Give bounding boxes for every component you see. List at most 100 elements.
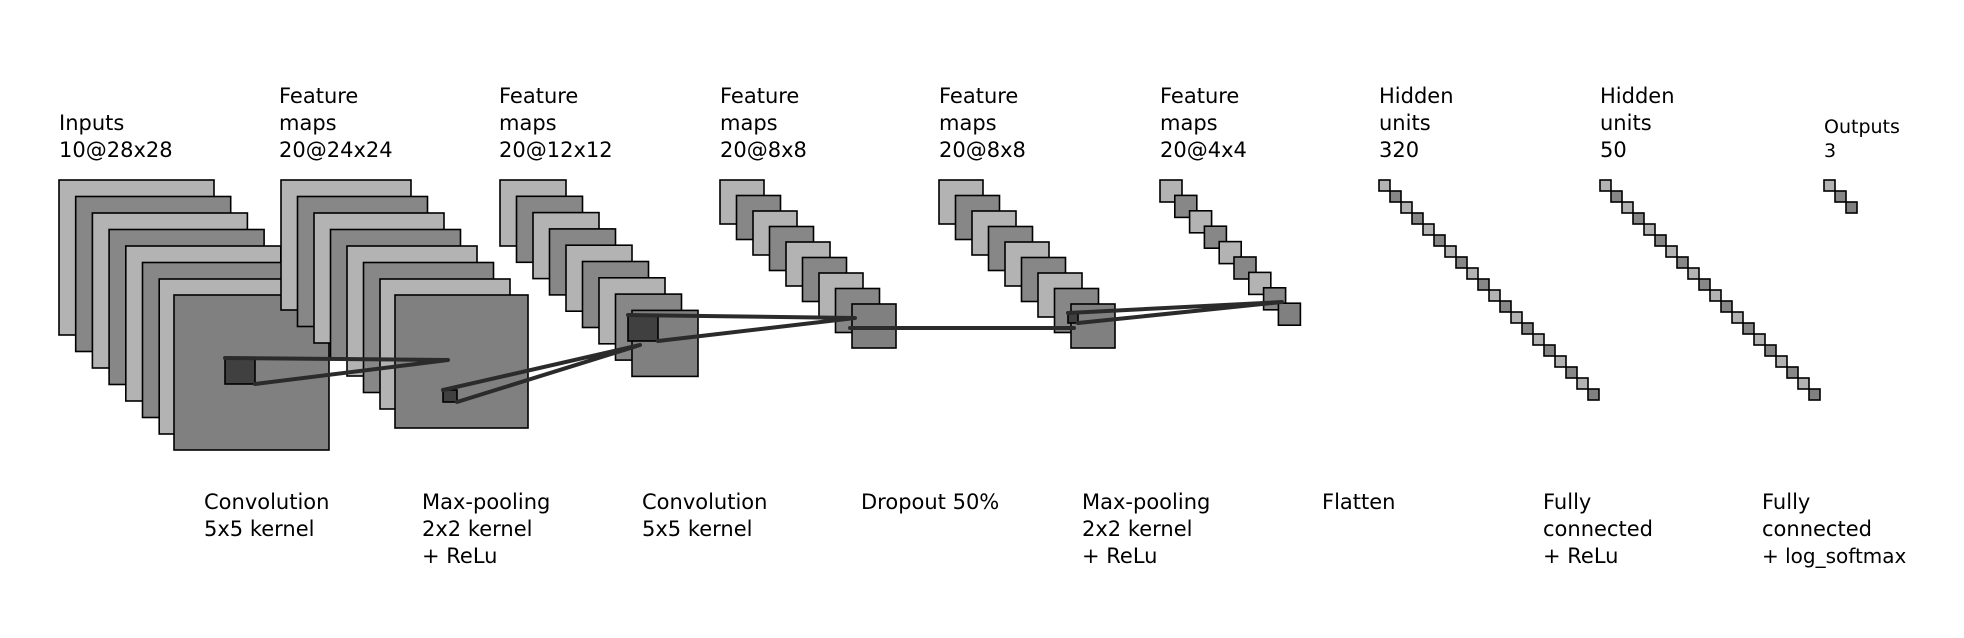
layer-label-line: Feature <box>939 84 1018 108</box>
operation-label: Convolution 5x5 kernel <box>204 490 329 541</box>
feature-map <box>1565 366 1578 379</box>
layer-label-line: maps <box>279 111 337 135</box>
layer-label-line: 20@24x24 <box>279 138 393 162</box>
operation-label-line: Max-pooling <box>422 490 550 514</box>
connection-line <box>1066 300 1284 325</box>
feature-map <box>1654 234 1667 247</box>
feature-map <box>1277 302 1302 327</box>
feature-map <box>1455 256 1468 269</box>
operation-label-line: connected <box>1543 517 1653 541</box>
feature-map <box>1510 311 1523 324</box>
operation-label: Max-pooling 2x2 kernel + ReLu <box>422 490 550 568</box>
operation-label-line: 5x5 kernel <box>204 517 315 541</box>
operation-label-line: + ReLu <box>422 544 497 568</box>
feature-map <box>1808 388 1821 401</box>
connection-line <box>626 313 857 343</box>
layer-label-line: 20@4x4 <box>1160 138 1247 162</box>
feature-map <box>1676 256 1689 269</box>
feature-map <box>1823 179 1836 192</box>
layer-label-line: maps <box>499 111 557 135</box>
operation-label-line: + ReLu <box>1082 544 1157 568</box>
layer-label: Inputs 10@28x28 <box>59 111 173 162</box>
operation-label: Flatten <box>1322 490 1395 514</box>
feature-map <box>1499 300 1512 313</box>
kernel-connections <box>223 300 1284 404</box>
feature-map <box>1621 201 1634 214</box>
feature-map-stack-6 <box>1159 179 1302 327</box>
feature-map <box>1610 190 1623 203</box>
feature-map <box>1466 267 1479 280</box>
layer-label: Feature maps 20@4x4 <box>1160 84 1247 162</box>
feature-map-stack-2 <box>280 179 529 429</box>
feature-map <box>1643 223 1656 236</box>
feature-map <box>1665 245 1678 258</box>
operation-label-line: Convolution <box>642 490 767 514</box>
feature-map <box>1532 333 1545 346</box>
operation-label-line: + log_softmax <box>1762 544 1907 568</box>
layer-label-line: maps <box>1160 111 1218 135</box>
feature-map <box>1543 344 1556 357</box>
layer-label-line: 50 <box>1600 138 1627 162</box>
layer-label-line: 20@12x12 <box>499 138 613 162</box>
feature-map <box>1775 355 1788 368</box>
layer-label-line: Feature <box>720 84 799 108</box>
feature-map <box>1400 201 1413 214</box>
layer-label-line: Feature <box>279 84 358 108</box>
layer-label-line: Feature <box>499 84 578 108</box>
operation-label-line: Fully <box>1762 490 1810 514</box>
operation-label-line: 5x5 kernel <box>642 517 753 541</box>
connection-line <box>223 356 450 386</box>
feature-map-stack-3 <box>499 179 699 378</box>
operation-label-line: 2x2 kernel <box>422 517 533 541</box>
feature-map-stack-8 <box>1599 179 1821 401</box>
connection-line <box>441 343 642 404</box>
feature-map <box>1797 377 1810 390</box>
layer-label-line: units <box>1600 111 1652 135</box>
layer-label: Hidden units 50 <box>1600 84 1675 162</box>
feature-map-stacks <box>58 179 1858 451</box>
feature-map <box>1411 212 1424 225</box>
feature-map <box>1554 355 1567 368</box>
operation-label: Convolution 5x5 kernel <box>642 490 767 541</box>
operation-label-line: Convolution <box>204 490 329 514</box>
feature-map <box>1587 388 1600 401</box>
operation-label-line: Fully <box>1543 490 1591 514</box>
layer-label-line: 20@8x8 <box>939 138 1026 162</box>
layer-label-line: 10@28x28 <box>59 138 173 162</box>
feature-map <box>1698 278 1711 291</box>
feature-map <box>1521 322 1534 335</box>
feature-map <box>1845 201 1858 214</box>
layer-label-line: Hidden <box>1600 84 1675 108</box>
feature-map <box>1742 322 1755 335</box>
feature-map <box>1422 223 1435 236</box>
feature-map <box>1599 179 1612 192</box>
feature-map <box>1687 267 1700 280</box>
layer-label-line: Feature <box>1160 84 1239 108</box>
layer-label: Feature maps 20@24x24 <box>279 84 393 162</box>
feature-map <box>1444 245 1457 258</box>
feature-map <box>1632 212 1645 225</box>
operation-label: Dropout 50% <box>861 490 999 514</box>
feature-map <box>1731 311 1744 324</box>
feature-map <box>1764 344 1777 357</box>
operation-label-line: 2x2 kernel <box>1082 517 1193 541</box>
feature-map <box>1488 289 1501 302</box>
layer-label-line: Hidden <box>1379 84 1454 108</box>
feature-map <box>1389 190 1402 203</box>
feature-map <box>1786 366 1799 379</box>
operation-label: Max-pooling 2x2 kernel + ReLu <box>1082 490 1210 568</box>
feature-map <box>1433 234 1446 247</box>
feature-map-stack-9 <box>1823 179 1858 214</box>
layer-label-line: Inputs <box>59 111 124 135</box>
feature-map <box>1720 300 1733 313</box>
layer-label-line: 3 <box>1824 140 1836 162</box>
operation-label-line: Max-pooling <box>1082 490 1210 514</box>
feature-map-stack-1 <box>58 179 330 451</box>
feature-map <box>1834 190 1847 203</box>
